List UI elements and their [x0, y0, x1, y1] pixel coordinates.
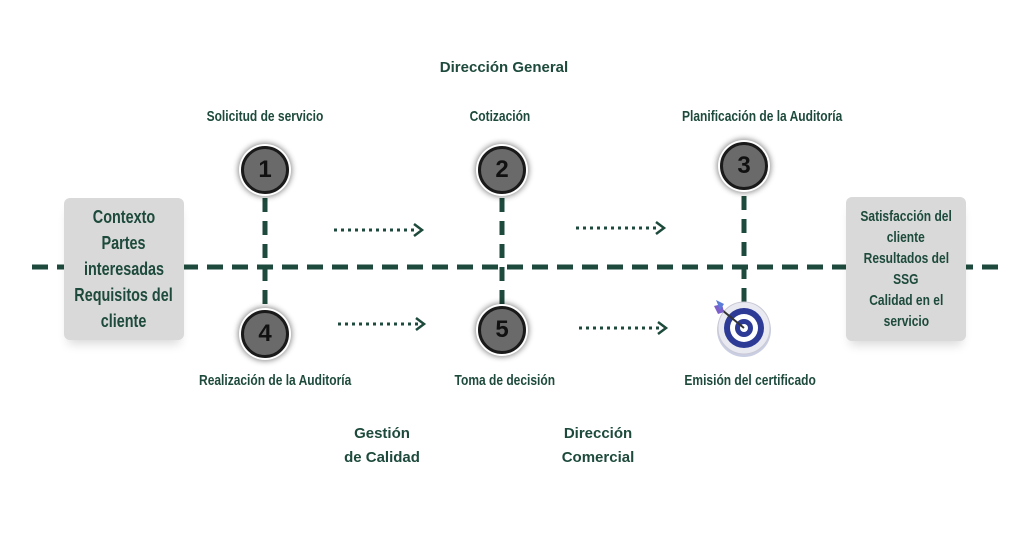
department-gestion-line2: de Calidad [344, 449, 420, 466]
final-step-label: Emisión del certificado [684, 372, 816, 389]
department-comercial-line2: Comercial [561, 449, 635, 466]
step-1-number: 1 [258, 156, 272, 183]
results-line-5: Calidad en el [868, 292, 944, 309]
step-5-circle: 5 [478, 306, 526, 354]
results-line-1: Satisfacción del [860, 208, 952, 225]
context-box: Contexto Partes interesadas Requisitos d… [64, 198, 184, 340]
step-3-number: 3 [737, 152, 751, 179]
department-direccion-general: Dirección General [439, 59, 569, 76]
step-1-circle: 1 [241, 146, 289, 194]
context-line-3: interesadas [83, 259, 165, 279]
target-icon [714, 300, 771, 357]
arrow-bottom-1 [338, 317, 427, 331]
department-gestion-line1: Gestión [354, 425, 410, 442]
context-line-5: cliente [101, 311, 147, 331]
results-line-4: SSG [893, 271, 919, 288]
results-line-6: servicio [883, 313, 929, 330]
step-5-label: Toma de decisión [454, 372, 556, 389]
step-4-number: 4 [258, 320, 272, 347]
results-line-2: cliente [886, 229, 926, 246]
department-direccion-comercial: Dirección Comercial [538, 422, 658, 470]
results-line-3: Resultados del [863, 250, 949, 267]
step-2-label: Cotización [469, 108, 531, 125]
step-2-number: 2 [495, 156, 509, 183]
arrow-top-1 [334, 223, 425, 237]
step-5-number: 5 [495, 316, 509, 343]
arrow-top-2 [576, 221, 667, 235]
step-2-circle: 2 [478, 146, 526, 194]
step-1-label: Solicitud de servicio [206, 108, 324, 125]
step-3-circle: 3 [720, 142, 768, 190]
context-line-2: Partes [101, 233, 147, 253]
context-line-1: Contexto [92, 207, 156, 227]
results-box: Satisfacción del cliente Resultados del … [846, 197, 966, 341]
department-gestion-calidad: Gestión de Calidad [322, 422, 442, 470]
step-4-circle: 4 [241, 310, 289, 358]
step-4-label: Realización de la Auditoría [198, 372, 352, 389]
arrow-bottom-2 [579, 321, 669, 335]
department-comercial-line1: Dirección [563, 425, 633, 442]
step-3-label: Planificación de la Auditoría [681, 108, 843, 125]
context-line-4: Requisitos del [74, 285, 174, 305]
